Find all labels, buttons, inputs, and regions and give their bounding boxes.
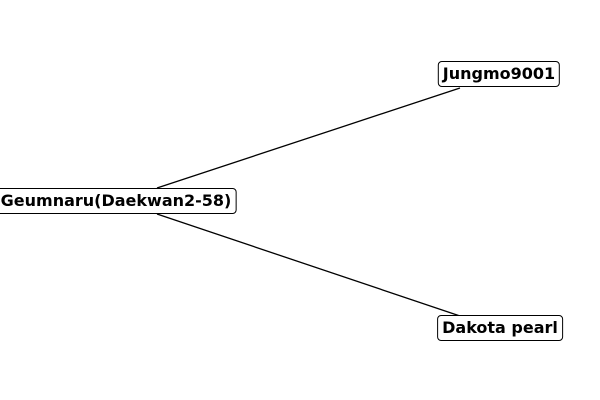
node-jungmo9001: Jungmo9001 <box>437 61 561 87</box>
node-geumnaru: Geumnaru(Daekwan2-58) <box>0 188 237 214</box>
node-dakota-pearl: Dakota pearl <box>437 315 563 341</box>
edge-root-to-dakota-pearl <box>156 213 461 317</box>
edge-root-to-jungmo9001 <box>156 87 461 189</box>
